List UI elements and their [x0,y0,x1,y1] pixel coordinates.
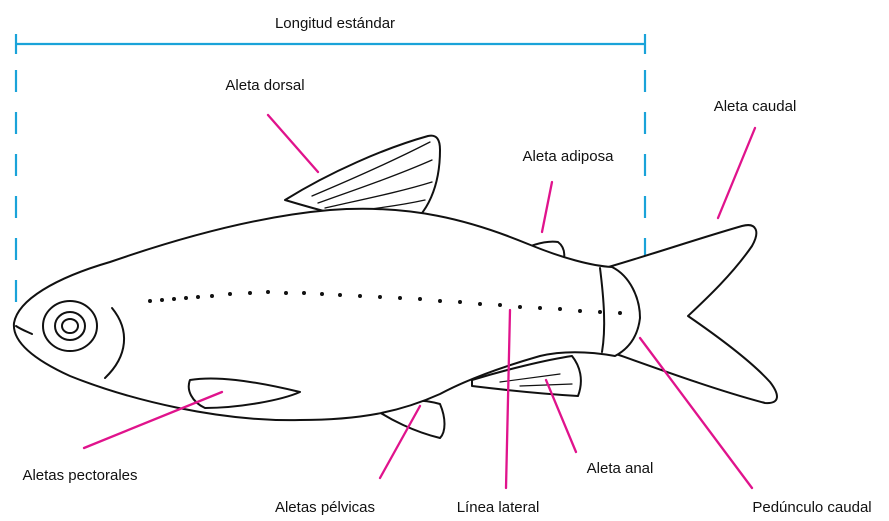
dorsal-fin-pointer [268,115,318,172]
lateral-line-label: Línea lateral [457,499,540,516]
pectoral-fins-label: Aletas pectorales [22,467,137,484]
pelvic-fins-label: Aletas pélvicas [275,499,375,516]
caudal-fin-pointer [718,128,755,218]
dorsal-fin-label: Aleta dorsal [225,77,304,94]
adipose-fin-label: Aleta adiposa [523,148,615,165]
adipose-fin-pointer [542,182,552,232]
caudal-peduncle-label: Pedúnculo caudal [752,499,871,516]
standard-length-label: Longitud estándar [275,15,395,32]
fish-drawing [14,136,777,438]
eye-pupil [62,319,78,333]
anal-fin-label: Aleta anal [587,460,654,477]
caudal-fin-label: Aleta caudal [714,98,797,115]
